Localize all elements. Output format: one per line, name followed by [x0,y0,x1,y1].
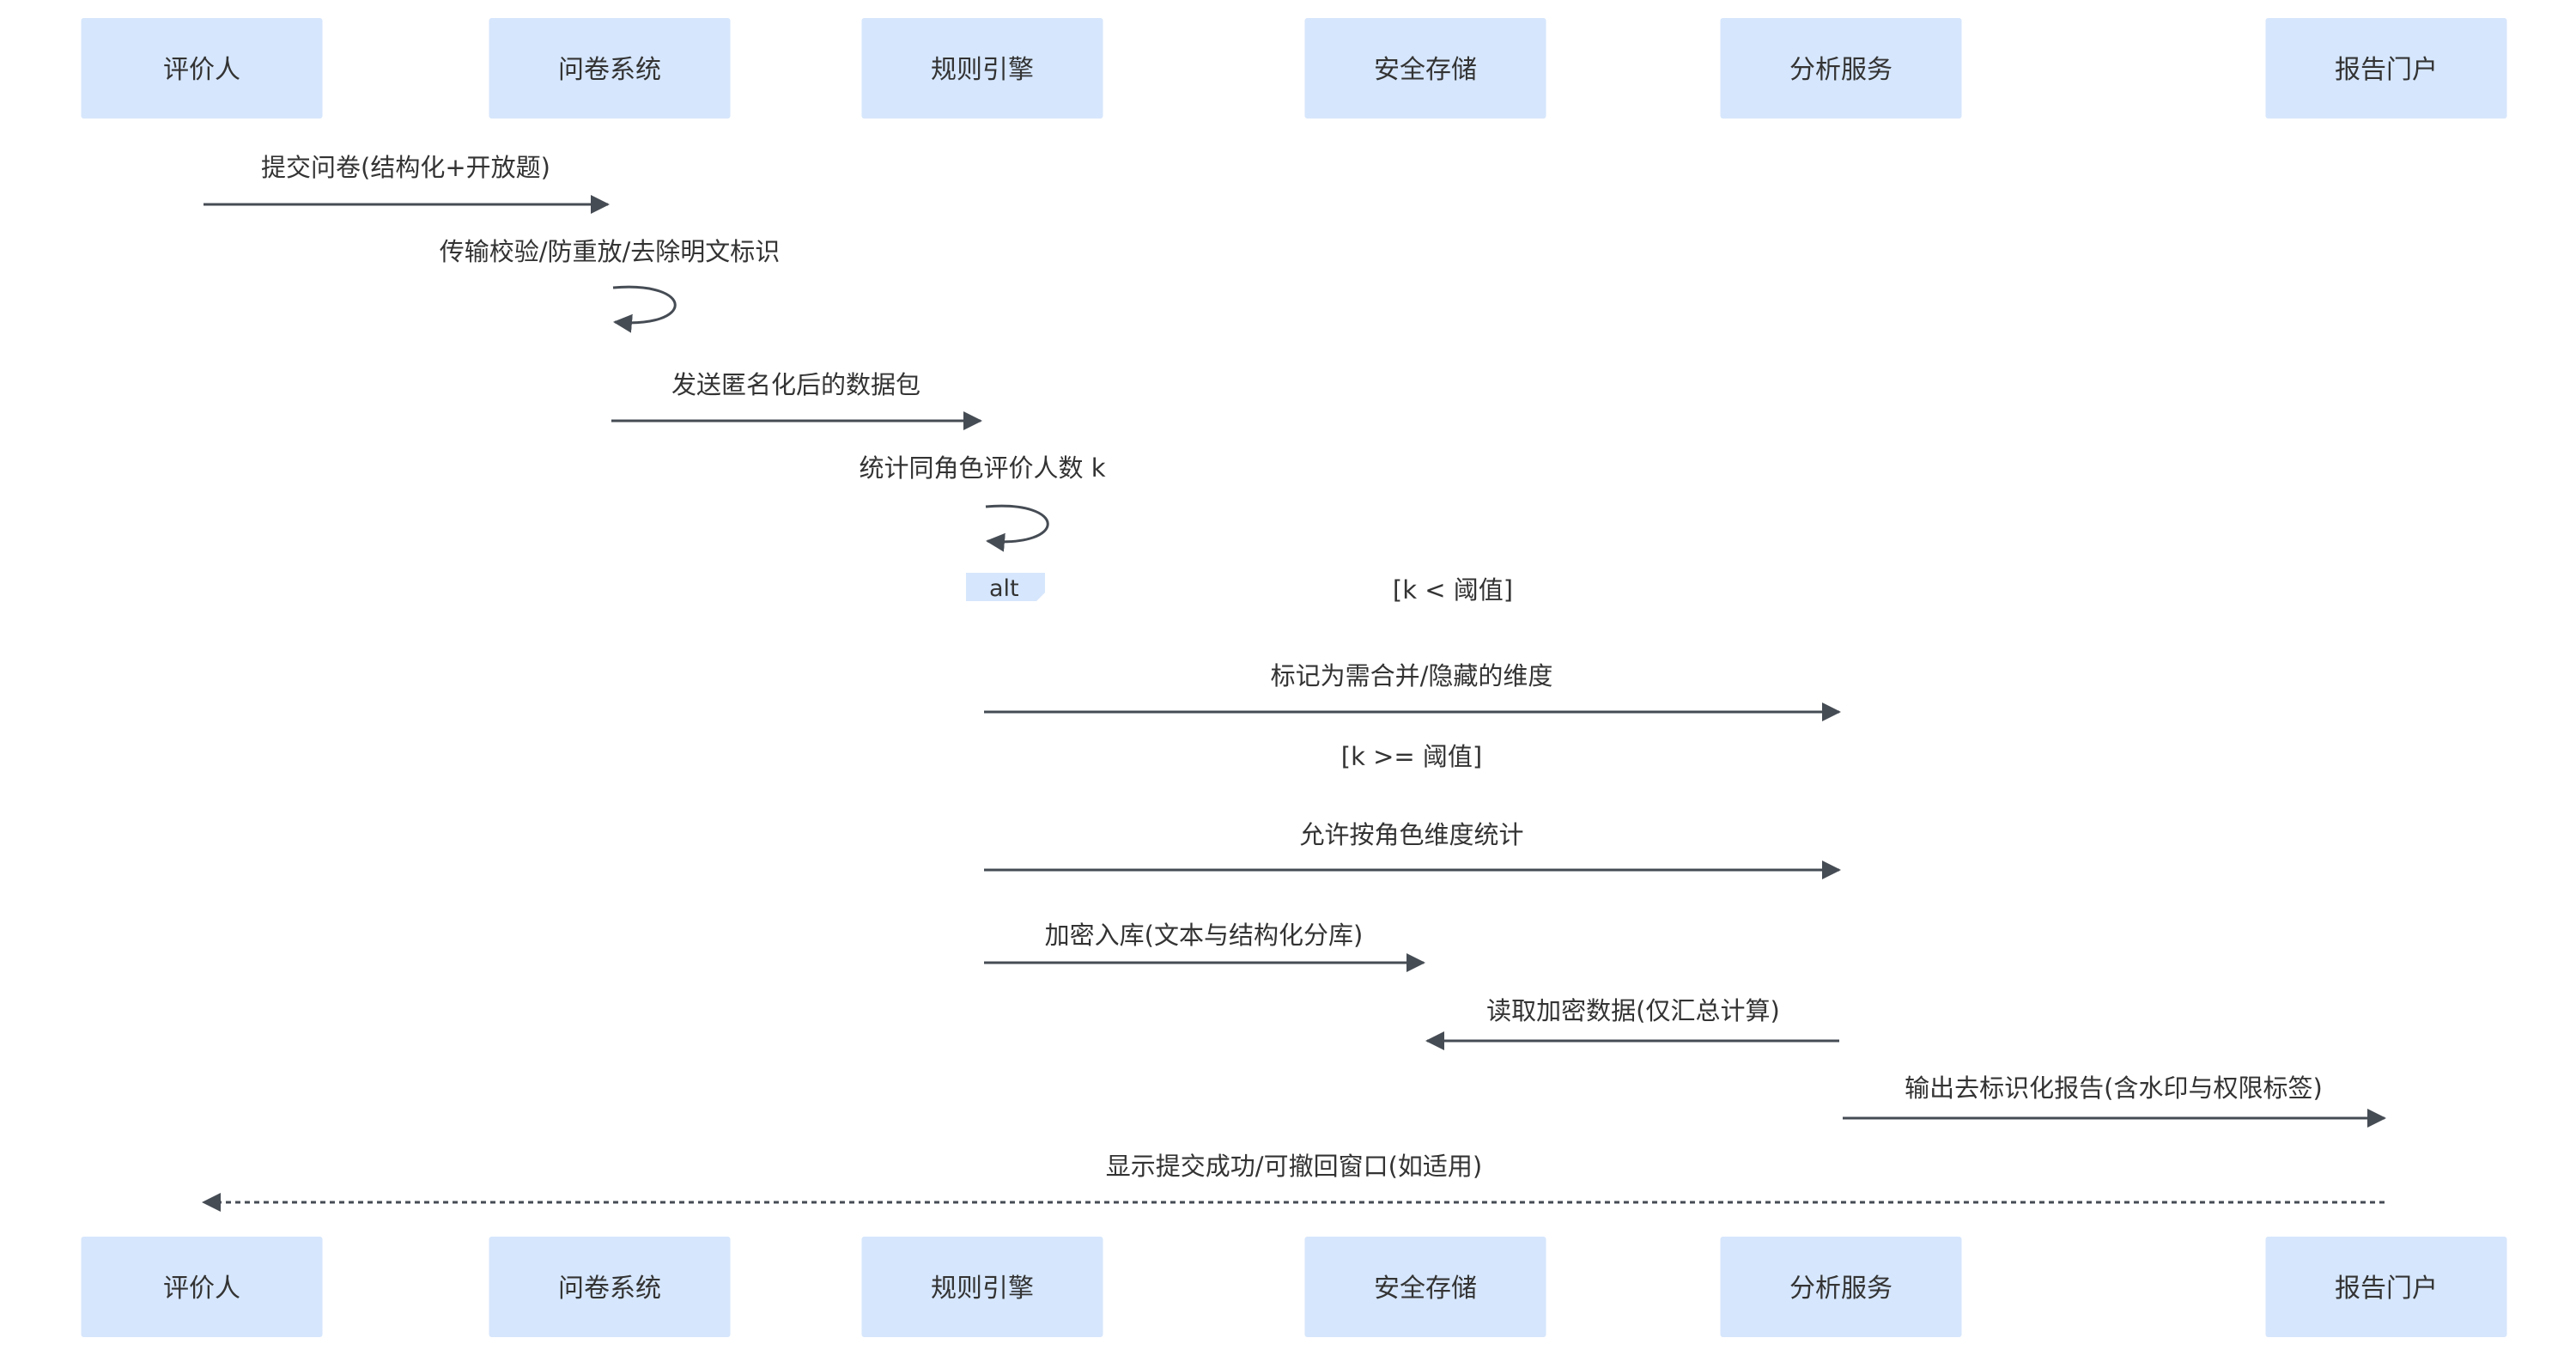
participant-bottom: 报告门户 [2265,1237,2507,1337]
message: 提交问卷(结构化+开放题) [204,153,610,214]
participant-label: 问卷系统 [558,1274,661,1304]
participant-top: 问卷系统 [489,18,731,119]
participant-label: 分析服务 [1789,1274,1893,1304]
participant-box [81,18,323,119]
participant-box [1304,18,1546,119]
message-label: 加密入库(文本与结构化分库) [1045,921,1364,950]
message: 统计同角色评价人数 k [859,453,1106,552]
participant-top: 规则引擎 [861,18,1103,119]
message: 传输校验/防重放/去除明文标识 [440,237,781,333]
alt-condition-1: [k < 阈值] [1393,575,1513,605]
participant-box [1720,1237,1962,1337]
message-label: 提交问卷(结构化+开放题) [261,153,550,182]
message-label: 允许按角色维度统计 [1299,820,1523,849]
participant-box [489,18,731,119]
participant-top: 报告门户 [2265,18,2507,119]
message-label: 读取加密数据(仅汇总计算) [1486,996,1780,1025]
message: 读取加密数据(仅汇总计算) [1425,996,1839,1050]
messages: 提交问卷(结构化+开放题) 传输校验/防重放/去除明文标识发送匿名化后的数据包统计… [202,153,2386,1212]
participant-label: 规则引擎 [931,55,1034,85]
participant-box [861,18,1103,119]
participant-box [489,1237,731,1337]
message: 发送匿名化后的数据包 [611,370,982,430]
alt-label: alt [989,575,1019,602]
message-label: 显示提交成功/可撤回窗口(如适用) [1106,1152,1482,1181]
message-label: 统计同角色评价人数 k [859,453,1105,483]
message: 显示提交成功/可撤回窗口(如适用) [202,1152,2385,1212]
participant-label: 报告门户 [2335,55,2438,85]
participant-box [2265,1237,2507,1337]
alt-fragment: alt [k < 阈值] [k >= 阈值] [966,573,1513,771]
alt-tag [966,573,1045,601]
message: 标记为需合并/隐藏的维度 [984,661,1841,721]
participant-top: 安全存储 [1304,18,1546,119]
participant-label: 规则引擎 [931,1274,1034,1304]
participant-box [2265,18,2507,119]
message-label: 标记为需合并/隐藏的维度 [1271,661,1553,690]
participant-top: 分析服务 [1720,18,1962,119]
message-label: 输出去标识化报告(含水印与权限标签) [1905,1073,2323,1103]
participant-bottom: 问卷系统 [489,1237,731,1337]
self-message-arrow [612,285,677,333]
participant-box [81,1237,323,1337]
participant-box [1720,18,1962,119]
participants-top: 评价人 问卷系统 规则引擎 安全存储 分析服务 报告门户 [81,18,2507,119]
participant-label: 评价人 [163,1274,240,1304]
participants-bottom: 评价人 问卷系统 规则引擎 安全存储 分析服务 报告门户 [81,1237,2507,1337]
participant-bottom: 分析服务 [1720,1237,1962,1337]
participant-label: 分析服务 [1789,55,1893,85]
self-message-arrow [985,504,1049,552]
alt-condition-2: [k >= 阈值] [1341,742,1482,771]
participant-bottom: 规则引擎 [861,1237,1103,1337]
participant-label: 报告门户 [2335,1274,2438,1304]
message: 加密入库(文本与结构化分库) [984,921,1425,972]
participant-bottom: 评价人 [81,1237,323,1337]
message: 输出去标识化报告(含水印与权限标签) [1843,1073,2386,1128]
message-label: 传输校验/防重放/去除明文标识 [440,237,781,266]
participant-label: 问卷系统 [558,55,661,85]
participant-label: 安全存储 [1374,1274,1477,1304]
message-label: 发送匿名化后的数据包 [671,370,920,399]
participant-label: 安全存储 [1374,55,1477,85]
participant-box [1304,1237,1546,1337]
participant-box [861,1237,1103,1337]
message: 允许按角色维度统计 [984,820,1841,879]
participant-top: 评价人 [81,18,323,119]
participant-label: 评价人 [163,55,240,85]
participant-bottom: 安全存储 [1304,1237,1546,1337]
